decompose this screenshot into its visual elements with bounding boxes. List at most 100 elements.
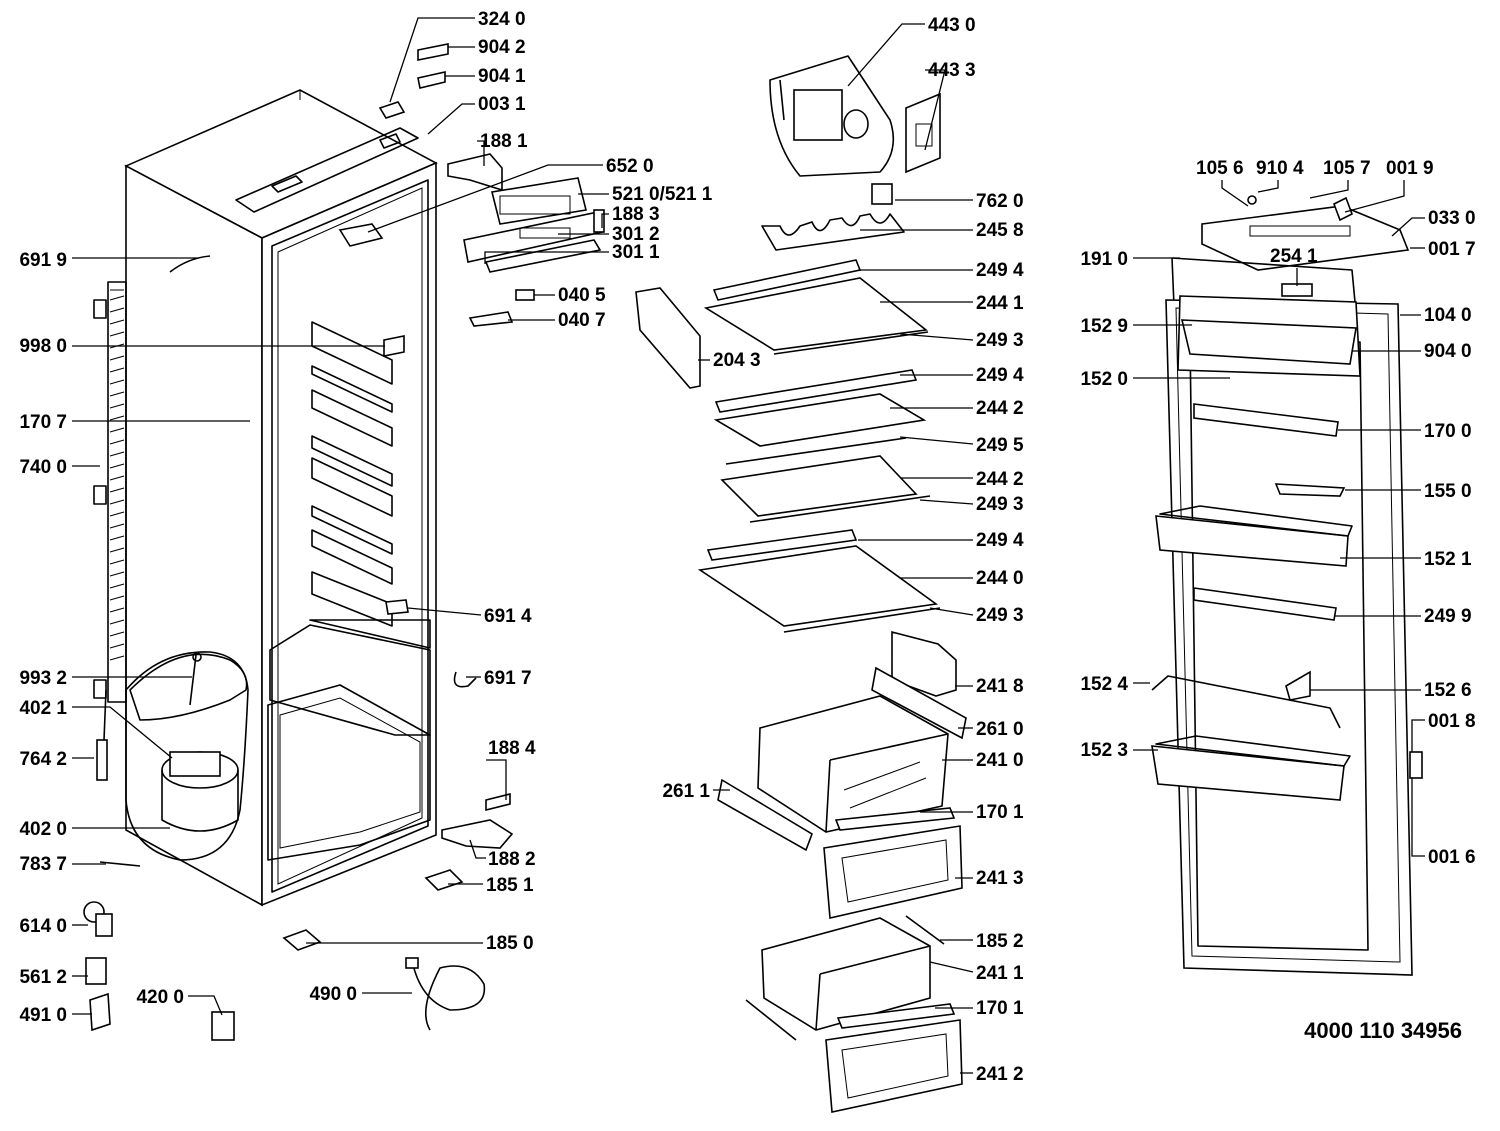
part-number-label: 420 0: [136, 987, 184, 1008]
part-number-label: 204 3: [713, 350, 761, 371]
leader-line: [929, 607, 974, 616]
part-number-label: 652 0: [606, 156, 654, 177]
part-number-label: 170 1: [976, 998, 1024, 1019]
part-number-label: 561 2: [19, 967, 67, 988]
part-number-label: 185 0: [486, 933, 534, 954]
leader-line: [486, 759, 507, 800]
part-number-label: 001 7: [1428, 239, 1476, 260]
part-number-label: 105 7: [1323, 158, 1371, 179]
leader-lines: [72, 17, 1425, 1074]
part-number-label: 691 4: [484, 606, 532, 627]
leader-line: [1309, 180, 1349, 199]
part-number-label: 152 0: [1080, 369, 1128, 390]
part-number-label: 001 9: [1386, 158, 1434, 179]
part-number-label: 003 1: [478, 94, 526, 115]
part-number-label: 740 0: [19, 457, 67, 478]
part-number-label: 443 0: [928, 15, 976, 36]
document-number: 4000 110 34956: [1304, 1018, 1462, 1043]
leader-line: [367, 164, 603, 233]
leader-line: [484, 251, 609, 264]
leader-line: [899, 436, 974, 445]
part-number-label: 170 1: [976, 802, 1024, 823]
part-number-label: 691 9: [19, 250, 67, 271]
leader-line: [919, 499, 974, 505]
part-number-label: 033 0: [1428, 208, 1476, 229]
part-number-label: 241 2: [976, 1064, 1024, 1085]
part-number-label: 185 2: [976, 931, 1024, 952]
part-number-label: 521 0/521 1: [612, 184, 713, 205]
part-number-label: 764 2: [19, 749, 67, 770]
part-number-label: 241 3: [976, 868, 1024, 889]
leader-line: [899, 333, 974, 341]
leader-line: [72, 706, 173, 759]
part-number-label: 170 7: [19, 412, 67, 433]
fridge-door: [1151, 195, 1423, 976]
part-number-label: 249 3: [976, 494, 1024, 515]
part-number-label: 783 7: [19, 854, 67, 875]
shelves-and-drawers: [635, 55, 967, 1113]
part-number-label: 155 0: [1424, 481, 1472, 502]
part-number-label: 188 4: [488, 738, 536, 759]
part-number-label: 402 1: [19, 698, 67, 719]
part-number-label: 188 3: [612, 204, 660, 225]
leader-line: [1411, 778, 1425, 857]
part-number-label: 998 0: [19, 336, 67, 357]
part-number-label: 241 1: [976, 963, 1024, 984]
leader-line: [389, 17, 475, 103]
part-number-label: 301 1: [612, 242, 660, 263]
part-number-label: 104 0: [1424, 305, 1472, 326]
fridge-cabinet: [93, 89, 438, 907]
leader-line: [1344, 180, 1405, 213]
part-number-label: 614 0: [19, 916, 67, 937]
part-number-label: 152 4: [1080, 674, 1128, 695]
part-number-label: 040 7: [558, 310, 606, 331]
part-number-label: 443 3: [928, 60, 976, 81]
leader-line: [1391, 217, 1425, 237]
part-number-label: 185 1: [486, 875, 534, 896]
part-number-label: 040 5: [558, 285, 606, 306]
part-number-label: 910 4: [1256, 158, 1304, 179]
leader-line: [427, 103, 475, 135]
part-number-label: 249 3: [976, 330, 1024, 351]
part-number-label: 249 4: [976, 365, 1024, 386]
leader-line: [924, 69, 946, 151]
part-number-label: 105 6: [1196, 158, 1244, 179]
part-number-label: 245 8: [976, 220, 1024, 241]
part-number-label: 244 1: [976, 293, 1024, 314]
part-number-label: 001 6: [1428, 847, 1476, 868]
leader-line: [477, 140, 485, 166]
part-number-label: 152 9: [1080, 316, 1128, 337]
leader-line: [1257, 180, 1279, 193]
part-number-label: 152 1: [1424, 549, 1472, 570]
leader-line: [847, 23, 925, 87]
part-number-label: 691 7: [484, 668, 532, 689]
part-number-label: 249 4: [976, 260, 1024, 281]
part-number-label: 490 0: [309, 984, 357, 1005]
leader-line: [469, 839, 486, 859]
part-number-label: 249 5: [976, 435, 1024, 456]
part-number-label: 904 1: [478, 66, 526, 87]
leader-line: [1411, 719, 1425, 752]
part-number-label: 170 0: [1424, 421, 1472, 442]
part-number-label: 241 8: [976, 676, 1024, 697]
part-number-label: 188 2: [488, 849, 536, 870]
leader-line: [929, 961, 974, 973]
part-number-label: 904 2: [478, 37, 526, 58]
part-number-label: 324 0: [478, 9, 526, 30]
part-number-label: 261 0: [976, 719, 1024, 740]
leader-line: [1221, 180, 1249, 207]
part-number-label: 254 1: [1270, 246, 1318, 267]
part-number-label: 904 0: [1424, 341, 1472, 362]
part-number-label: 001 8: [1428, 711, 1476, 732]
part-number-label: 244 2: [976, 469, 1024, 490]
part-number-label: 241 0: [976, 750, 1024, 771]
leader-line: [407, 607, 482, 616]
leader-line: [188, 995, 223, 1016]
part-number-label: 244 0: [976, 568, 1024, 589]
part-number-label: 152 6: [1424, 680, 1472, 701]
part-number-label: 261 1: [662, 781, 710, 802]
part-number-label: 244 2: [976, 398, 1024, 419]
part-number-label: 188 1: [480, 131, 528, 152]
